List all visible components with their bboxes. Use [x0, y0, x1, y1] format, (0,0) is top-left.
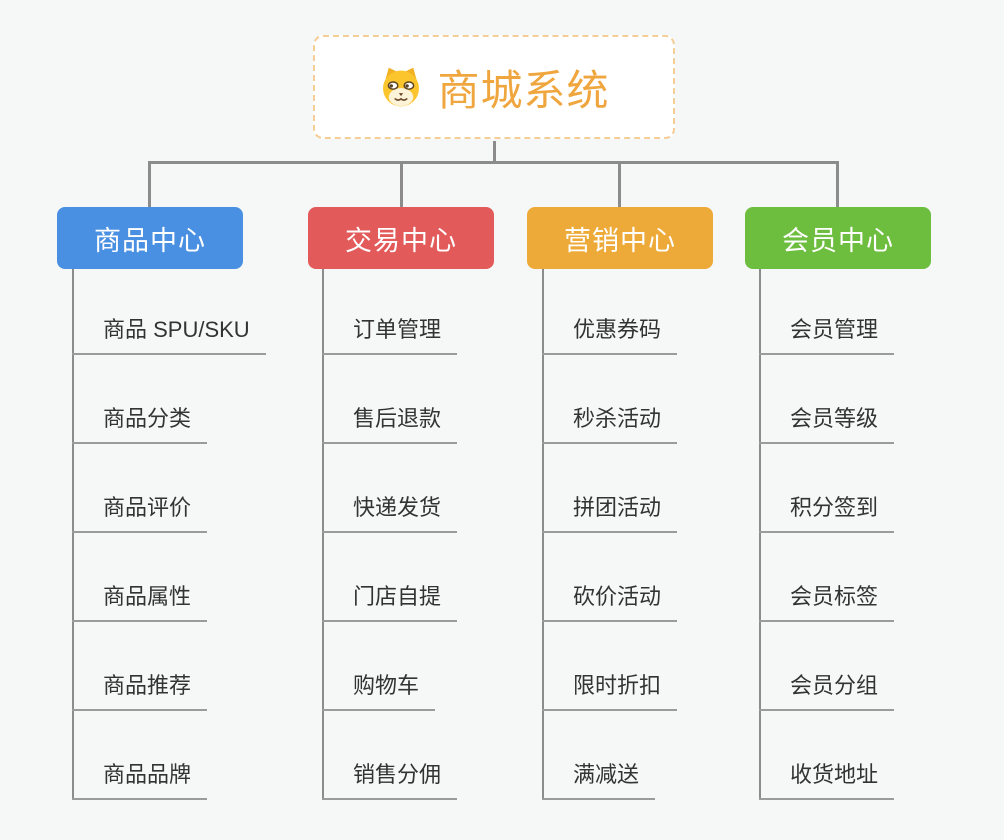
leaf-node[interactable]: 商品品牌: [72, 760, 208, 800]
leaf-node[interactable]: 收货地址: [759, 760, 895, 800]
leaf-node[interactable]: 购物车: [322, 671, 436, 711]
connector-bus: [149, 161, 839, 164]
branch-node-product-center[interactable]: 商品中心: [57, 207, 243, 269]
dog-face-icon: [378, 64, 424, 110]
connector-spine-product: [72, 269, 74, 800]
leaf-node[interactable]: 满减送: [542, 760, 656, 800]
leaf-node[interactable]: 商品评价: [72, 493, 208, 533]
leaf-node[interactable]: 快递发货: [322, 493, 458, 533]
connector-spine-member: [759, 269, 761, 800]
leaf-node[interactable]: 拼团活动: [542, 493, 678, 533]
leaf-node[interactable]: 会员等级: [759, 404, 895, 444]
leaf-node[interactable]: 限时折扣: [542, 671, 678, 711]
leaf-node[interactable]: 优惠券码: [542, 315, 678, 355]
leaf-node[interactable]: 门店自提: [322, 582, 458, 622]
branch-node-member-center[interactable]: 会员中心: [745, 207, 931, 269]
connector-root-stem: [493, 141, 496, 162]
leaf-node[interactable]: 积分签到: [759, 493, 895, 533]
connector-drop-product: [148, 161, 151, 209]
leaf-node[interactable]: 秒杀活动: [542, 404, 678, 444]
leaf-node[interactable]: 会员分组: [759, 671, 895, 711]
branch-node-trade-center[interactable]: 交易中心: [308, 207, 494, 269]
leaf-node[interactable]: 会员管理: [759, 315, 895, 355]
connector-spine-trade: [322, 269, 324, 800]
root-node[interactable]: 商城系统: [313, 35, 675, 139]
leaf-node[interactable]: 商品分类: [72, 404, 208, 444]
leaf-node[interactable]: 商品推荐: [72, 671, 208, 711]
root-title: 商城系统: [437, 66, 610, 114]
branch-node-marketing-center[interactable]: 营销中心: [527, 207, 713, 269]
leaf-node[interactable]: 售后退款: [322, 404, 458, 444]
leaf-node[interactable]: 砍价活动: [542, 582, 678, 622]
leaf-node[interactable]: 销售分佣: [322, 760, 458, 800]
connector-drop-member: [836, 161, 839, 209]
leaf-node[interactable]: 订单管理: [322, 315, 458, 355]
leaf-node[interactable]: 商品属性: [72, 582, 208, 622]
connector-spine-marketing: [542, 269, 544, 800]
connector-drop-marketing: [618, 161, 621, 209]
leaf-node[interactable]: 会员标签: [759, 582, 895, 622]
leaf-node[interactable]: 商品 SPU/SKU: [72, 315, 266, 355]
connector-drop-trade: [400, 161, 403, 209]
